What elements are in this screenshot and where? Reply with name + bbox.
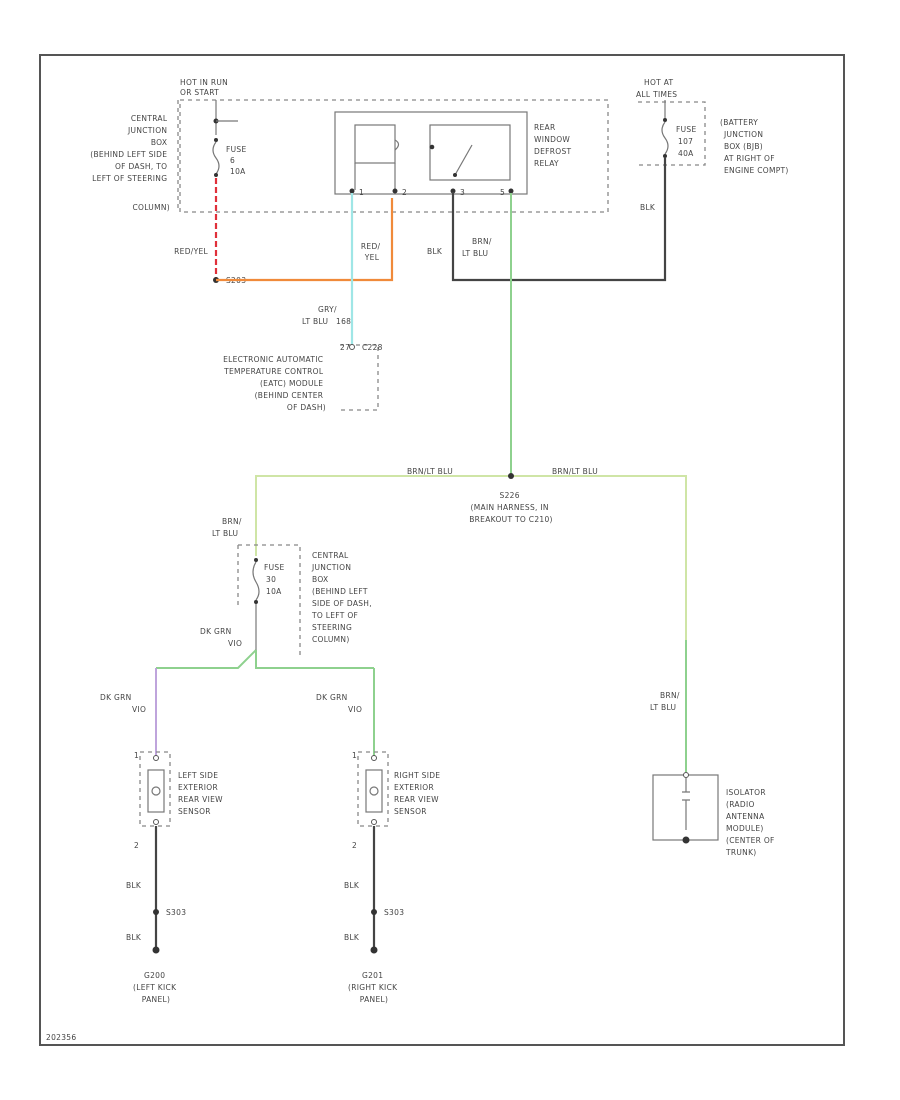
splice-s303-right <box>371 909 377 915</box>
isolator-label: ISOLATOR (RADIO ANTENNA MODULE) (CENTER … <box>725 788 777 857</box>
fuse6-pin-b <box>214 173 218 177</box>
wire-dk-grn-left-label: DK GRN VIO <box>100 693 146 714</box>
wire-brn-ltblu-bus <box>255 475 687 772</box>
wire-blk-bjb-label: BLK <box>640 203 656 212</box>
cjb-mid-label: CENTRAL JUNCTION BOX (BEHIND LEFT SIDE O… <box>311 551 375 644</box>
wire-orange <box>216 198 394 282</box>
relay-coil <box>354 124 396 164</box>
wire-red-yel-label: RED/YEL <box>174 247 208 256</box>
bjb-fuse-label: FUSE 107 40A <box>676 125 699 158</box>
wire-blk-r2-label: BLK <box>344 933 360 942</box>
wire-red-yel2-label: RED/ YEL <box>361 242 383 262</box>
eatc-connector-label: 27 C228 <box>340 343 383 352</box>
isolator-pin <box>683 772 689 778</box>
ground-g200 <box>152 946 160 954</box>
wire-brn-ltblu-top-label: BRN/ LT BLU <box>462 237 494 258</box>
left-sensor-element <box>151 786 161 796</box>
fuse30-element <box>252 561 260 601</box>
eatc-connector-pin <box>349 344 355 350</box>
left-sensor-dashed-box <box>139 751 171 827</box>
wire-gry-ltblu-label: GRY/ LT BLU 168 <box>302 305 351 326</box>
bjb-fuse-pin-a <box>663 118 667 122</box>
diagram-frame <box>39 54 845 1046</box>
wire-blk-l1-label: BLK <box>126 881 142 890</box>
right-sensor-pin2-label: 2 <box>352 841 357 850</box>
relay-pin-1 <box>349 188 355 194</box>
right-sensor-pin1-label: 1 <box>352 751 357 760</box>
left-sensor-pin1-label: 1 <box>134 751 139 760</box>
ground-g201-label: G201 (RIGHT KICK PANEL) <box>348 971 400 1004</box>
cjb-relay-dashed-box <box>179 99 609 213</box>
fuse30-label: FUSE 30 10A <box>264 563 287 596</box>
splice-s303-left <box>153 909 159 915</box>
splice-s303-left-label: S303 <box>166 908 186 917</box>
wire-brn-ltblu-left-label: BRN/LT BLU <box>407 467 453 476</box>
wire-blk-bjb-relay <box>451 158 667 282</box>
right-sensor-pin-2 <box>371 819 377 825</box>
figure-id: 202356 <box>46 1033 76 1042</box>
fuse30-pin-b <box>254 600 258 604</box>
relay-switch-contact <box>429 144 435 150</box>
wire-dk-grn-left-branch <box>156 649 257 669</box>
left-sensor-pin-1 <box>153 755 159 761</box>
isolator-ground <box>682 836 690 844</box>
left-sensor-body <box>147 769 165 813</box>
fuse6-pin-a <box>214 138 218 142</box>
right-sensor-body <box>365 769 383 813</box>
wire-blk-mid-label: BLK <box>427 247 443 256</box>
right-sensor-dashed-box <box>357 751 389 827</box>
relay-switch-arm <box>454 144 473 176</box>
right-sensor-pin-1 <box>371 755 377 761</box>
relay-pin-2 <box>392 188 398 194</box>
wire-dk-grn-right-label: DK GRN VIO <box>316 693 362 714</box>
wire-brn-ltblu-cjb-label: BRN/ LT BLU <box>212 517 244 538</box>
fuse6-element <box>212 141 220 175</box>
rear-window-defrost-relay <box>334 111 528 195</box>
relay-switch-frame <box>429 124 511 181</box>
wire-brn-ltblu-right-label: BRN/LT BLU <box>552 467 598 476</box>
splice-s226-label: S226 (MAIN HARNESS, IN BREAKOUT TO C210) <box>469 491 553 524</box>
relay-switch-pivot <box>453 173 457 177</box>
relay-label: REAR WINDOW DEFROST RELAY <box>534 123 574 168</box>
eatc-label: ELECTRONIC AUTOMATIC TEMPERATURE CONTROL… <box>223 355 326 412</box>
relay-coil-wave <box>394 139 400 151</box>
fuse30-pin-a <box>254 558 258 562</box>
cjb-top-label: CENTRAL JUNCTION BOX (BEHIND LEFT SIDE O… <box>90 114 170 212</box>
relay-pin-3 <box>450 188 456 194</box>
wire-dk-grn-right-branch <box>255 650 374 669</box>
bjb-label: (BATTERY JUNCTION BOX (BJB) AT RIGHT OF … <box>720 118 789 175</box>
right-sensor-element <box>369 786 379 796</box>
left-sensor-label: LEFT SIDE EXTERIOR REAR VIEW SENSOR <box>178 771 226 816</box>
ground-g201 <box>370 946 378 954</box>
left-sensor-pin-2 <box>153 819 159 825</box>
isolator-element <box>682 778 690 830</box>
bjb-fuse-pin-b <box>663 154 667 158</box>
ground-g200-label: G200 (LEFT KICK PANEL) <box>133 971 179 1004</box>
wire-blk-l2-label: BLK <box>126 933 142 942</box>
relay-pin-labels: 1 2 3 5 <box>359 188 505 197</box>
eatc-dashed-box <box>340 344 379 411</box>
right-sensor-label: RIGHT SIDE EXTERIOR REAR VIEW SENSOR <box>394 771 443 816</box>
wire-brn-ltblu-ant-label: BRN/ LT BLU <box>650 691 682 712</box>
wire-blk-r1-label: BLK <box>344 881 360 890</box>
left-sensor-pin2-label: 2 <box>134 841 139 850</box>
splice-s226 <box>508 473 514 479</box>
hot-at-all-times-label: HOT AT ALL TIMES <box>636 78 677 99</box>
bjb-fuse-element <box>661 121 669 155</box>
cjb-mid-dashed-box <box>238 544 301 655</box>
relay-pin-5 <box>508 188 514 194</box>
hot-in-run-label: HOT IN RUN OR START <box>180 78 231 97</box>
splice-s303-right-label: S303 <box>384 908 404 917</box>
wire-dk-grn-cjb-label: DK GRN VIO <box>200 627 242 648</box>
bjb-dashed-box <box>638 101 706 166</box>
fuse6-label: FUSE 6 10A <box>226 145 249 176</box>
